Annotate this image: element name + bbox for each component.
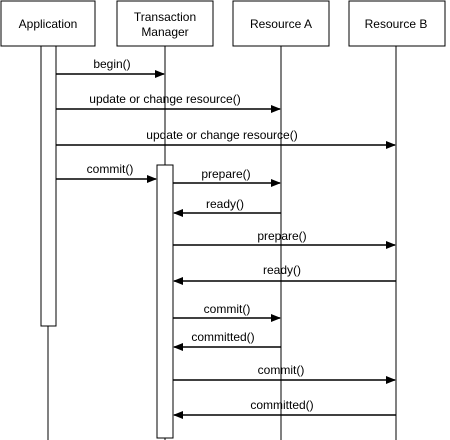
- message-committed-resource-b-label: committed(): [250, 398, 313, 412]
- message-committed-resource-b: committed(): [173, 398, 396, 419]
- participant-transaction-manager-label-line2: Manager: [141, 25, 188, 39]
- message-begin: begin(): [56, 57, 165, 78]
- message-prepare-resource-b: prepare(): [173, 229, 396, 249]
- message-update-resource-a: update or change resource(): [56, 92, 281, 113]
- participant-resource-a: Resource A: [232, 0, 330, 47]
- message-commit-resource-a-label: commit(): [204, 302, 251, 316]
- participant-application: Application: [0, 0, 96, 47]
- message-committed-resource-a-label: committed(): [191, 330, 254, 344]
- participant-resource-b-label: Resource B: [365, 17, 428, 31]
- message-commit-resource-b: commit(): [173, 363, 396, 384]
- participant-resource-a-label: Resource A: [250, 17, 312, 31]
- message-ready-resource-b: ready(): [173, 263, 396, 285]
- activation-application: [40, 45, 57, 327]
- message-commit-tm: commit(): [56, 162, 157, 183]
- message-commit-tm-label: commit(): [87, 162, 134, 176]
- participant-application-label: Application: [19, 17, 78, 31]
- message-ready-resource-b-label: ready(): [263, 263, 301, 277]
- activation-transaction-manager: [156, 164, 174, 439]
- message-prepare-resource-a-label: prepare(): [201, 167, 250, 181]
- message-commit-resource-a: commit(): [173, 302, 281, 322]
- message-update-resource-b: update or change resource(): [56, 128, 396, 149]
- message-update-resource-b-label: update or change resource(): [146, 128, 297, 142]
- message-committed-resource-a: committed(): [173, 330, 281, 351]
- message-commit-resource-b-label: commit(): [258, 363, 305, 377]
- message-prepare-resource-b-label: prepare(): [257, 229, 306, 243]
- participant-transaction-manager-label-line1: Transaction: [134, 10, 196, 24]
- message-prepare-resource-a: prepare(): [173, 167, 281, 187]
- participant-resource-b: Resource B: [348, 0, 446, 47]
- message-update-resource-a-label: update or change resource(): [89, 92, 240, 106]
- participant-transaction-manager: Transaction Manager: [116, 0, 214, 47]
- message-begin-label: begin(): [93, 57, 130, 71]
- message-ready-resource-a: ready(): [173, 197, 281, 217]
- message-ready-resource-a-label: ready(): [206, 197, 244, 211]
